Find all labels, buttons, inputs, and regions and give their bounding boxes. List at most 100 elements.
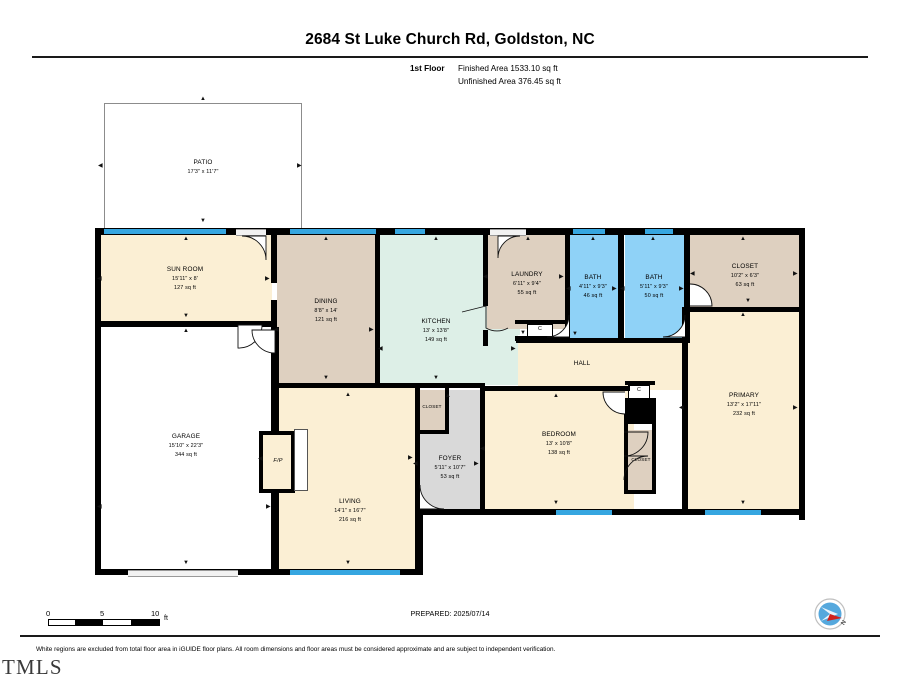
dim-arrow-sunroom-top: ▲	[183, 236, 189, 242]
wall-dining-living	[277, 383, 380, 388]
dim-arrow-dining-left: ◀	[274, 327, 279, 333]
dim-arrow-bath2-right: ▶	[679, 286, 684, 292]
window-bath2-top	[645, 229, 673, 234]
dim-arrow-bedroom-bottom: ▼	[553, 500, 559, 506]
room-hall	[518, 343, 686, 390]
dim-arrow-garage-top: ▲	[183, 328, 189, 334]
dim-arrow-sunroom-left: ◀	[97, 276, 102, 282]
wall-closet-bedroom-right	[652, 398, 656, 493]
dim-arrow-living-right: ▶	[408, 455, 413, 461]
dim-arrow-kitchen-left: ◀	[378, 346, 383, 352]
window-sunroom-top	[104, 229, 226, 234]
wall-exterior-bottom-left	[95, 569, 421, 575]
scale-ticks: 0 5 10	[46, 609, 160, 619]
dim-arrow-dining-bottom: ▼	[323, 375, 329, 381]
dim-arrow-laundry-bottom: ▼	[520, 330, 526, 336]
window-dining-top	[290, 229, 376, 234]
dim-arrow-foyer-top: ▲	[445, 393, 451, 399]
wall-sunroom-garage	[95, 321, 277, 327]
scale-tick-0: 0	[46, 609, 51, 618]
wall-closet-bedroom-block	[624, 398, 653, 424]
room-sun-room	[100, 233, 272, 325]
dim-arrow-kitchen-right: ▶	[511, 346, 516, 352]
window-primary-bottom	[705, 510, 761, 515]
dim-arrow-living-top: ▲	[345, 392, 351, 398]
dim-arrow-bath1-right: ▶	[612, 286, 617, 292]
dim-arrow-kitchen-bottom: ▼	[433, 375, 439, 381]
dim-arrow-dining-right: ▶	[369, 327, 374, 333]
dim-arrow-foyer-right: ▶	[474, 461, 479, 467]
disclaimer-text: White regions are excluded from total fl…	[36, 646, 556, 653]
dim-arrow-patio-right: ▶	[297, 163, 302, 169]
dim-arrow-patio-top: ▲	[200, 96, 206, 102]
title-divider	[32, 56, 868, 58]
finished-area: Finished Area 1533.10 sq ft	[458, 64, 558, 73]
dim-arrow-primary-left: ◀	[679, 405, 684, 411]
wall-closet-c1-frame	[515, 320, 567, 324]
wall-closet-foyer-bottom	[417, 430, 449, 434]
room-garage	[100, 325, 272, 570]
dim-arrow-foyer-left: ◀	[413, 461, 418, 467]
wall-closet-foyer-right	[445, 388, 449, 432]
window-bedroom-bottom	[556, 510, 612, 515]
compass-icon	[814, 598, 846, 630]
dim-arrow-sunroom-bottom: ▼	[183, 313, 189, 319]
dim-arrow-closettop-bottom: ▼	[745, 298, 751, 304]
dim-arrow-garage-bottom: ▼	[183, 560, 189, 566]
wall-sunroom-dining	[271, 228, 277, 283]
wall-primary-left	[682, 307, 688, 515]
wall-closet-top-bottom	[684, 307, 805, 312]
scale-bar: 0 5 10 ft	[46, 609, 168, 626]
room-closet-foyer	[417, 390, 447, 432]
dim-arrow-garage-left: ◀	[97, 504, 102, 510]
floor-label: 1st Floor	[410, 64, 445, 73]
door-sunroom-top	[236, 229, 266, 236]
room-patio	[104, 103, 302, 233]
room-bath-2	[625, 233, 685, 340]
wall-hall-top	[565, 338, 687, 343]
dim-arrow-patio-left: ◀	[98, 163, 103, 169]
dim-arrow-bath1-left: ◀	[566, 286, 571, 292]
wall-hall-bottom	[480, 386, 630, 391]
wall-dining-kitchen	[375, 228, 380, 388]
dim-arrow-laundry-right: ▶	[559, 274, 564, 280]
wall-closet-bedroom-left	[624, 398, 628, 493]
scale-tick-5: 5	[100, 609, 105, 618]
window-living-bottom	[290, 570, 400, 575]
dim-arrow-bath1-top: ▲	[590, 236, 596, 242]
room-dining	[277, 233, 377, 385]
compass-rose: N	[812, 596, 852, 636]
dim-arrow-kitchen-top: ▲	[433, 236, 439, 242]
room-bath-1	[570, 233, 618, 340]
wall-exterior-left	[95, 228, 101, 575]
window-kitchen-top	[395, 229, 425, 234]
dim-arrow-closettop-top: ▲	[740, 236, 746, 242]
fireplace-hearth	[294, 429, 308, 491]
dim-arrow-fireplace: ◀	[258, 456, 263, 462]
page-title: 2684 St Luke Church Rd, Goldston, NC	[305, 31, 595, 48]
wall-bath2-closet	[684, 228, 690, 343]
wall-kitchen-notch-left	[483, 330, 488, 346]
dim-arrow-bath1-bottom: ▼	[572, 331, 578, 337]
dim-arrow-closettop-left: ◀	[690, 271, 695, 277]
scale-tick-10: 10	[151, 609, 160, 618]
dim-arrow-bath2-left: ◀	[620, 286, 625, 292]
wall-closet-bedroom-bottom	[624, 490, 656, 494]
wall-bedroom-foyer	[480, 386, 485, 515]
room-bedroom	[484, 390, 634, 515]
dim-arrow-bedroom-left: ◀	[480, 446, 485, 452]
dim-arrow-bath2-top: ▲	[650, 236, 656, 242]
wall-laundry-bath1	[565, 228, 570, 338]
scale-bar-graphic	[48, 619, 160, 626]
wall-bath1-bath2	[618, 228, 624, 343]
wall-sunroom-dining-lower	[271, 300, 277, 327]
wall-kitchen-laundry	[483, 228, 488, 306]
dim-arrow-primary-top: ▲	[740, 312, 746, 318]
dim-arrow-closettop-right: ▶	[793, 271, 798, 277]
dim-arrow-bedroom-top: ▲	[553, 393, 559, 399]
prepared-date: PREPARED: 2025/07/14	[410, 609, 490, 618]
fireplace-box	[259, 431, 295, 493]
